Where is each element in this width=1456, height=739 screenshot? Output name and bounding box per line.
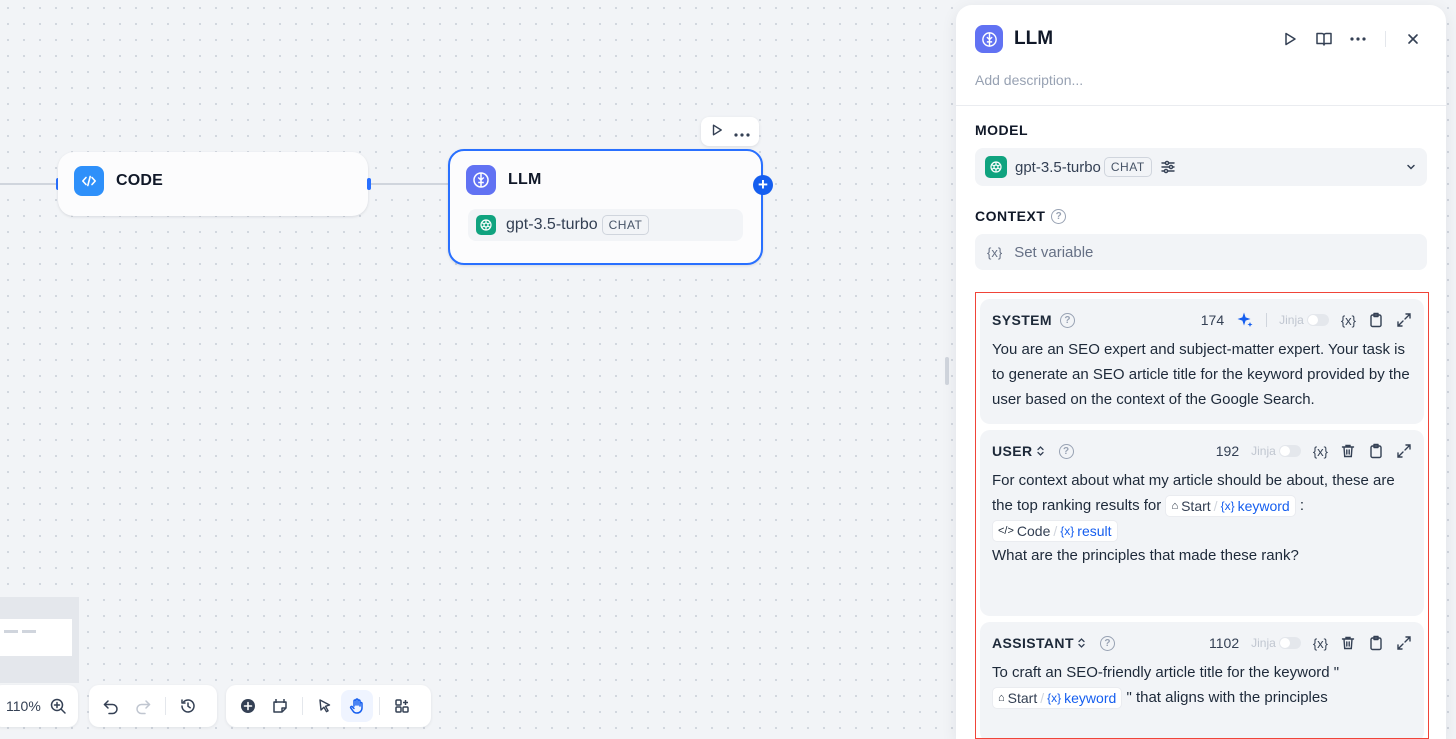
copy-icon[interactable] [1368, 312, 1384, 328]
code-node[interactable]: CODE [58, 152, 368, 216]
undo-icon[interactable] [95, 690, 127, 722]
more-options-icon[interactable] [1345, 26, 1371, 52]
minimap[interactable] [0, 597, 79, 683]
context-label: CONTEXT ? [975, 208, 1427, 224]
code-icon [74, 166, 104, 196]
model-tag: CHAT [1103, 157, 1152, 177]
chevron-down-icon[interactable] [1405, 161, 1417, 173]
help-circle-icon[interactable]: ? [1051, 208, 1067, 224]
jinja-toggle[interactable]: Jinja [1251, 636, 1301, 650]
code-icon: </> [998, 525, 1014, 538]
help-circle-icon[interactable]: ? [1059, 312, 1075, 328]
trash-icon[interactable] [1340, 635, 1356, 651]
prompt-editor-list: SYSTEM ? 174 Jinja {x} [975, 292, 1429, 739]
expand-icon[interactable] [1396, 635, 1412, 651]
llm-node-title: LLM [508, 171, 542, 188]
llm-node-model-tag: CHAT [601, 215, 650, 235]
system-prompt-text[interactable]: You are an SEO expert and subject-matter… [992, 341, 1410, 408]
user-prompt-block: USER ? 192 Jinja {x} [980, 430, 1424, 616]
variable-chip-start-keyword[interactable]: ⌂Start/{x}keyword [992, 687, 1123, 710]
description-input[interactable]: Add description... [975, 72, 1084, 88]
variable-chip-code-result[interactable]: </>Code/{x}result [992, 520, 1118, 543]
assistant-role-select[interactable]: ASSISTANT [992, 635, 1086, 651]
home-icon: ⌂ [998, 692, 1005, 705]
assistant-prompt-text[interactable]: To craft an SEO-friendly article title f… [992, 660, 1412, 710]
help-circle-icon[interactable]: ? [1099, 635, 1115, 651]
jinja-toggle[interactable]: Jinja [1251, 444, 1301, 458]
context-variable-input[interactable]: {x} Set variable [975, 234, 1427, 270]
run-node-icon[interactable] [710, 123, 724, 140]
redo-icon[interactable] [127, 690, 159, 722]
workflow-canvas[interactable]: CODE LLM gpt-3.5-turbo CHAT + [0, 0, 956, 739]
add-next-node-button[interactable]: + [753, 175, 773, 195]
zoom-level[interactable]: 110% [6, 698, 41, 714]
code-node-title: CODE [116, 172, 164, 189]
edge-code-llm [370, 183, 450, 185]
assistant-prompt-block: ASSISTANT ? 1102 Jinja {x} [980, 622, 1424, 738]
system-prompt-block: SYSTEM ? 174 Jinja {x} [980, 299, 1424, 424]
assistant-token-count: 1102 [1209, 635, 1240, 651]
user-role-select[interactable]: USER [992, 443, 1045, 459]
add-node-icon[interactable] [232, 690, 264, 722]
copy-icon[interactable] [1368, 443, 1384, 459]
llm-brain-icon [466, 165, 496, 195]
llm-node[interactable]: LLM gpt-3.5-turbo CHAT + [448, 149, 773, 265]
ai-generate-sparkle-icon[interactable] [1236, 311, 1254, 329]
add-note-icon[interactable] [264, 690, 296, 722]
help-circle-icon[interactable]: ? [1058, 443, 1074, 459]
panel-title[interactable]: LLM [1014, 28, 1054, 49]
user-token-count: 192 [1215, 443, 1240, 459]
system-token-count: 174 [1200, 312, 1225, 328]
code-source-handle[interactable] [367, 178, 371, 190]
zoom-in-icon[interactable] [45, 690, 72, 722]
history-toolbar [89, 685, 217, 727]
insert-variable-icon[interactable]: {x} [1312, 443, 1328, 459]
model-name: gpt-3.5-turbo [1015, 158, 1101, 176]
tools-toolbar [226, 685, 431, 727]
zoom-toolbar: 110% [0, 685, 78, 727]
expand-icon[interactable] [1396, 312, 1412, 328]
panel-resize-handle[interactable] [945, 357, 949, 385]
insert-variable-icon[interactable]: {x} [1340, 312, 1356, 328]
openai-icon [476, 215, 496, 235]
help-book-icon[interactable] [1311, 26, 1337, 52]
hand-icon[interactable] [341, 690, 373, 722]
more-options-icon[interactable] [734, 124, 750, 140]
history-icon[interactable] [172, 690, 204, 722]
model-label: MODEL [975, 122, 1029, 138]
minimap-viewport [0, 619, 72, 656]
llm-node-model: gpt-3.5-turbo CHAT [468, 209, 743, 241]
close-icon[interactable] [1400, 26, 1426, 52]
node-toolbar [701, 117, 759, 146]
copy-icon[interactable] [1368, 635, 1384, 651]
insert-variable-icon[interactable]: {x} [1312, 635, 1328, 651]
trash-icon[interactable] [1340, 443, 1356, 459]
expand-icon[interactable] [1396, 443, 1412, 459]
pointer-icon[interactable] [309, 690, 341, 722]
model-params-icon[interactable] [1160, 159, 1176, 175]
node-config-panel: LLM Add description... MODEL gpt-3.5 [956, 5, 1446, 739]
llm-brain-icon [975, 25, 1003, 53]
home-icon: ⌂ [1171, 500, 1179, 513]
llm-node-model-name: gpt-3.5-turbo [506, 216, 598, 233]
run-step-icon[interactable] [1277, 26, 1303, 52]
system-role-label: SYSTEM [992, 312, 1052, 328]
openai-icon [985, 156, 1007, 178]
variable-chip-start-keyword[interactable]: ⌂Start/{x}keyword [1165, 495, 1296, 518]
edge-in [0, 183, 58, 185]
jinja-toggle[interactable]: Jinja [1279, 313, 1329, 327]
user-prompt-text[interactable]: For context about what my article should… [992, 472, 1395, 564]
variable-icon: {x} [987, 244, 1003, 260]
organize-blocks-icon[interactable] [386, 690, 418, 722]
model-select[interactable]: gpt-3.5-turbo CHAT [975, 148, 1427, 186]
